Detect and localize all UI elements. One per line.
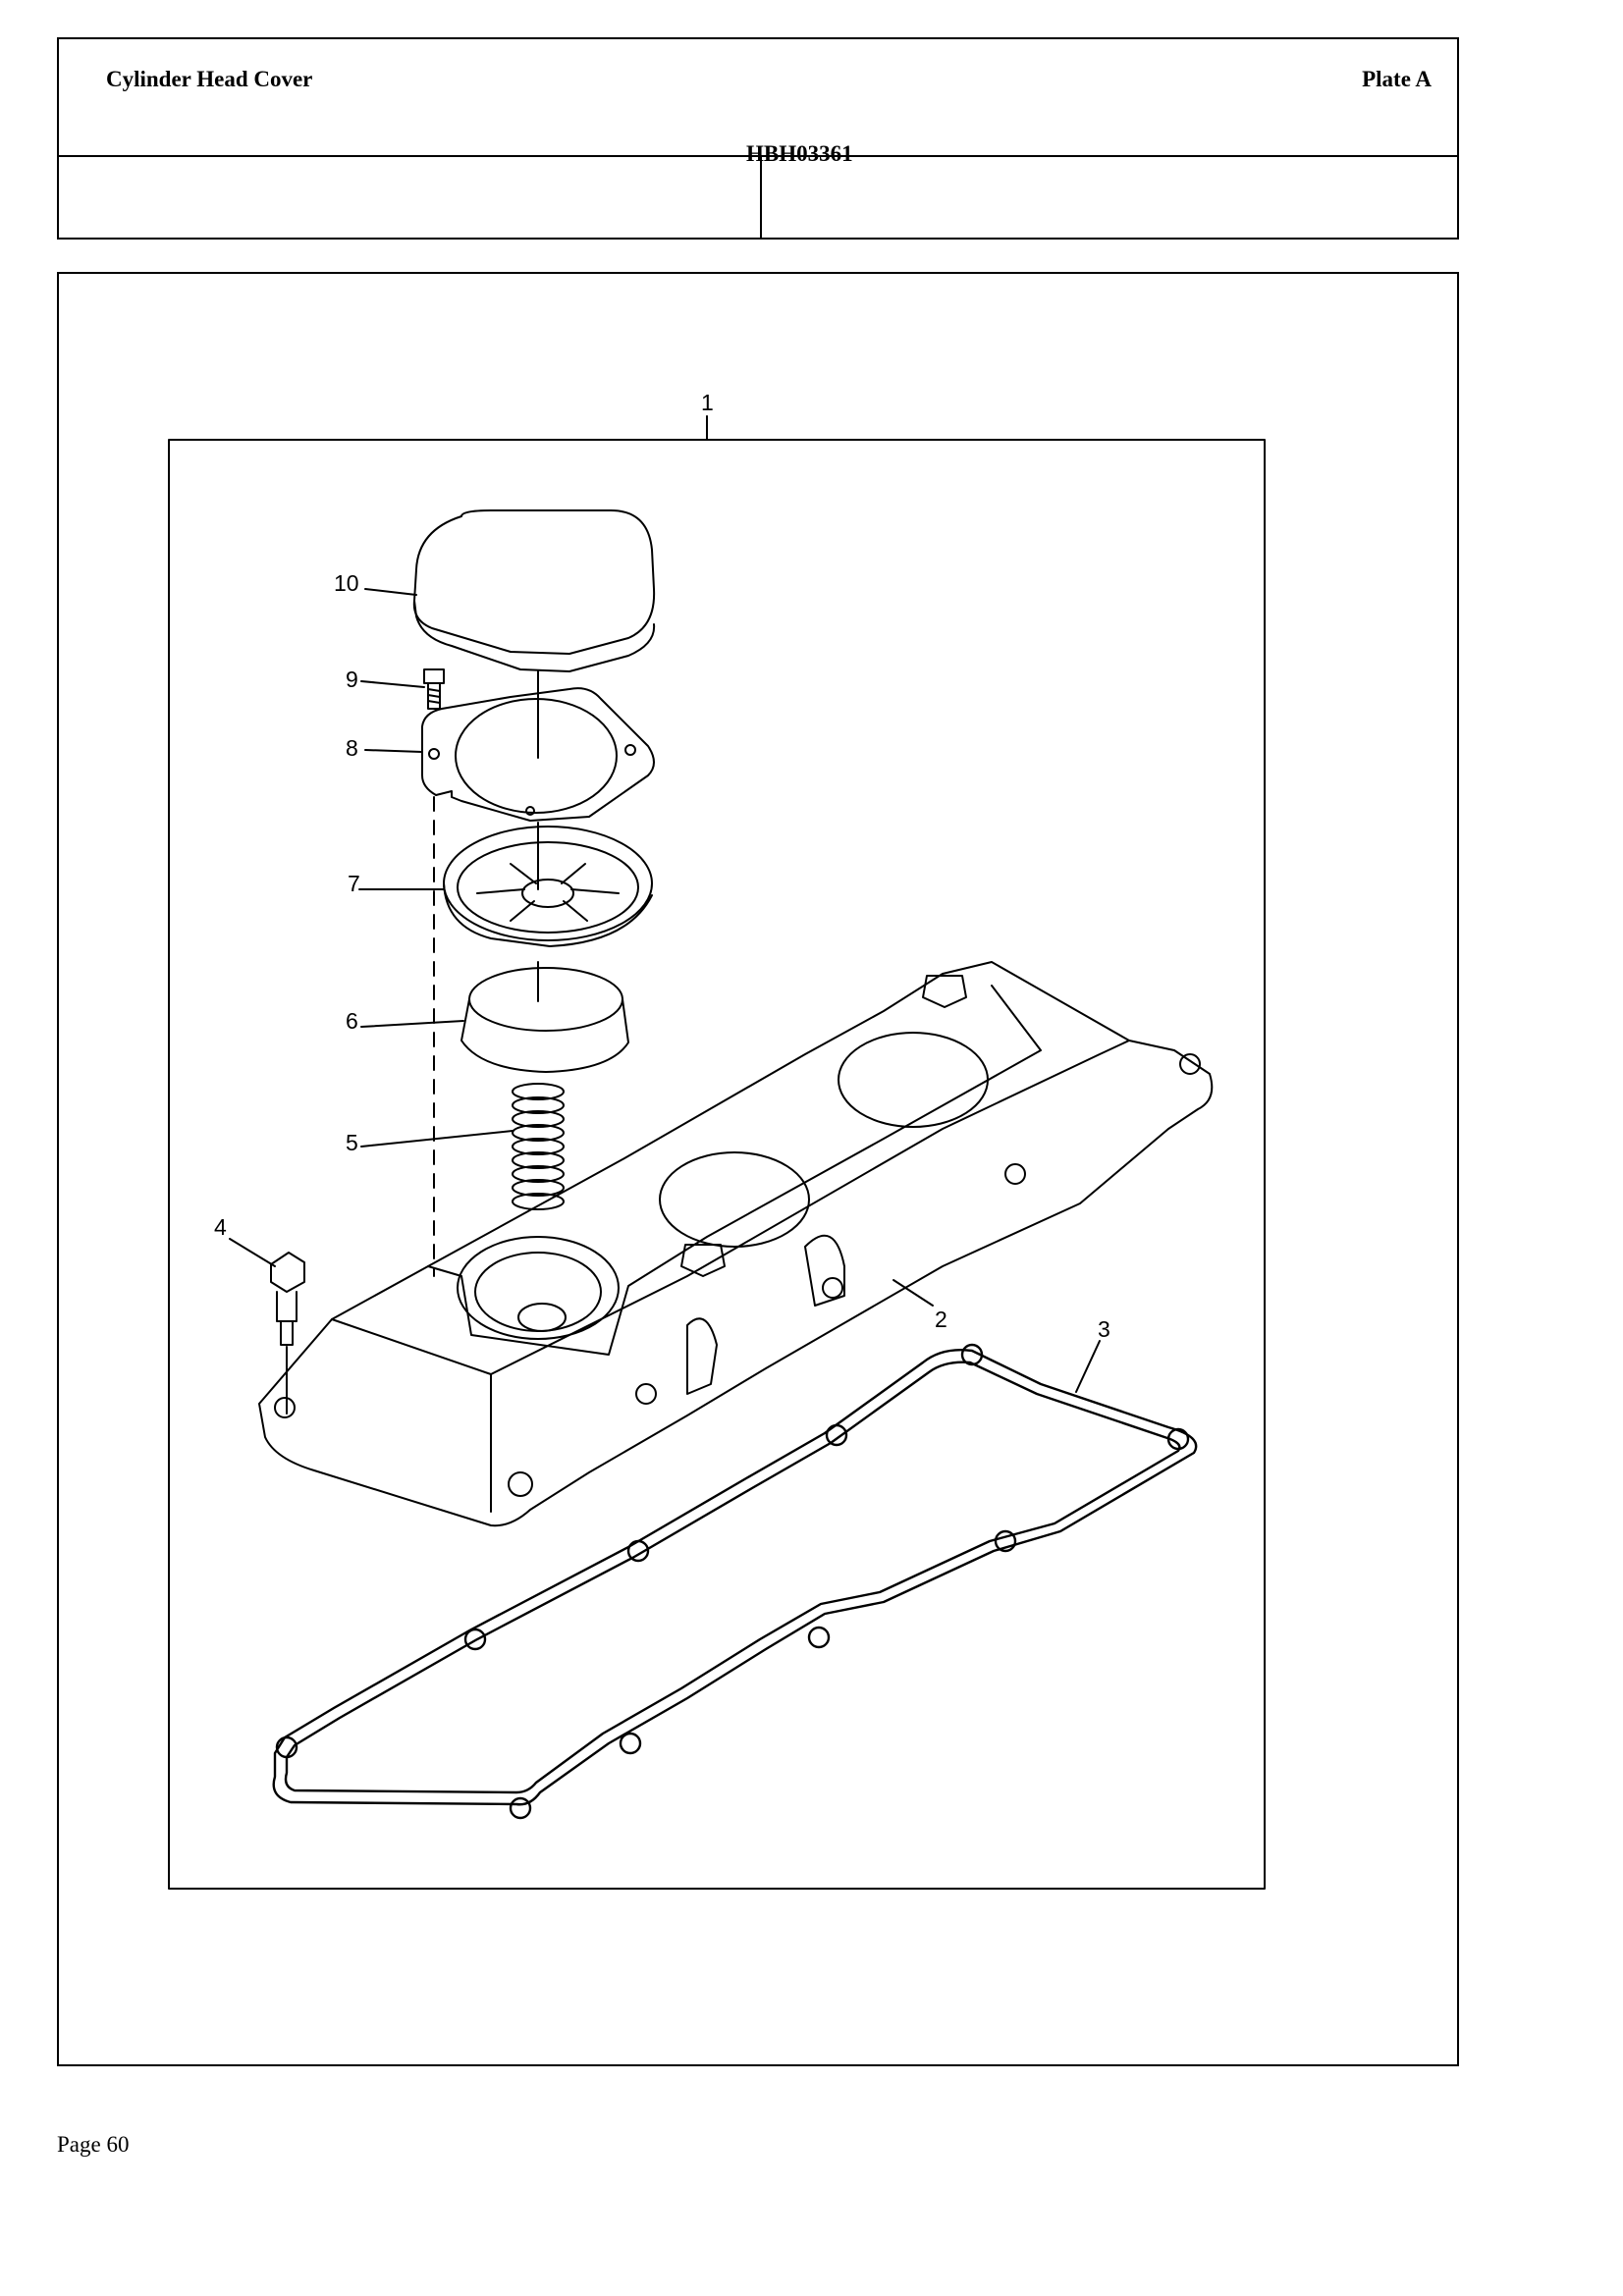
callout-10: 10 bbox=[334, 570, 359, 596]
page-title: Cylinder Head Cover bbox=[106, 67, 313, 91]
callout-8: 8 bbox=[346, 735, 358, 761]
leader-5 bbox=[360, 1130, 514, 1148]
plate-part-8 bbox=[421, 687, 655, 822]
cap-part-10 bbox=[412, 509, 656, 672]
gasket-part-3 bbox=[272, 1343, 1198, 1820]
cover-part-2 bbox=[258, 961, 1214, 1527]
leader-10 bbox=[364, 588, 417, 596]
diaphragm-part-7 bbox=[443, 826, 653, 947]
callout-9: 9 bbox=[346, 667, 358, 692]
title-row bbox=[59, 39, 1457, 157]
cup-part-6 bbox=[460, 967, 629, 1073]
spring-part-5 bbox=[512, 1083, 565, 1210]
leader-4 bbox=[229, 1238, 276, 1267]
assembly-frame bbox=[168, 439, 1266, 1890]
leader-6 bbox=[360, 1020, 464, 1028]
leader-8 bbox=[364, 749, 423, 753]
page-number: Page 60 bbox=[57, 2132, 130, 2157]
callout-7: 7 bbox=[348, 871, 360, 896]
callout-3: 3 bbox=[1098, 1316, 1110, 1342]
callout-4: 4 bbox=[214, 1214, 227, 1240]
title-block: Cylinder Head Cover Plate A bbox=[57, 37, 1459, 240]
plate-label: Plate A bbox=[1362, 67, 1432, 91]
screw-part-9 bbox=[423, 668, 445, 710]
leader-3 bbox=[1075, 1340, 1101, 1393]
callout-2: 2 bbox=[935, 1307, 947, 1332]
leader-9 bbox=[360, 680, 425, 688]
part-code: HBH03361 bbox=[746, 141, 853, 166]
leader-2 bbox=[893, 1279, 934, 1307]
callout-5: 5 bbox=[346, 1130, 358, 1155]
blank-cell bbox=[59, 155, 762, 238]
callout-6: 6 bbox=[346, 1008, 358, 1034]
bolt-part-4 bbox=[270, 1252, 305, 1415]
diagram-frame bbox=[57, 272, 1459, 2066]
callout-1: 1 bbox=[701, 390, 714, 415]
